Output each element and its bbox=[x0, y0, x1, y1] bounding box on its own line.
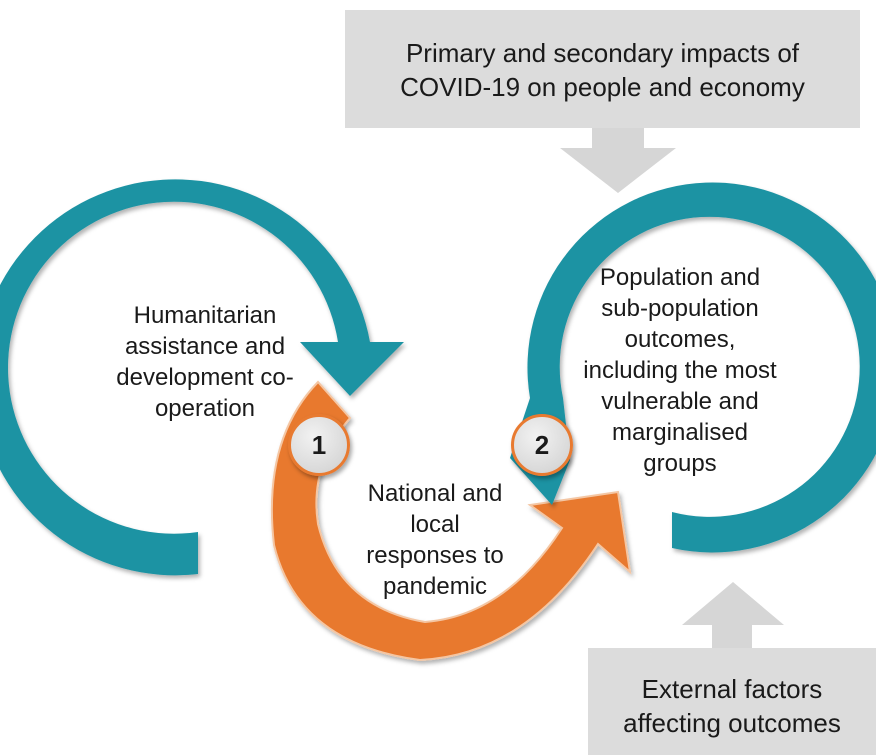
top-impacts-box bbox=[345, 10, 860, 128]
center-cycle-line-1: National and bbox=[367, 480, 503, 507]
center-cycle-line-3: responses to bbox=[366, 542, 504, 569]
bottom-external-box bbox=[588, 648, 876, 755]
step-1-badge: 1 bbox=[288, 414, 350, 476]
top-box-line-2: COVID-19 on people and economy bbox=[400, 72, 805, 102]
left-cycle-label: Humanitarian assistance and development … bbox=[96, 300, 314, 424]
right-cycle-line-1: Population and bbox=[599, 264, 761, 291]
center-cycle-line-4: pandemic bbox=[382, 573, 488, 600]
top-box-line-1: Primary and secondary impacts of bbox=[405, 38, 800, 68]
left-cycle-line-2: assistance and bbox=[124, 333, 286, 360]
right-cycle-line-3: outcomes, bbox=[624, 326, 736, 353]
center-cycle-label: National and local responses to pandemic bbox=[345, 478, 525, 602]
right-cycle-line-2: sub-population bbox=[601, 295, 759, 322]
bottom-box-text: External factors affecting outcomes bbox=[588, 672, 876, 740]
left-cycle-line-4: operation bbox=[154, 395, 256, 422]
top-down-arrow bbox=[560, 128, 676, 193]
left-cycle-line-1: Humanitarian bbox=[133, 302, 277, 329]
top-box-text: Primary and secondary impacts of COVID-1… bbox=[345, 36, 860, 104]
right-cycle-label: Population and sub-population outcomes, … bbox=[560, 262, 800, 479]
center-orange-arrow bbox=[270, 380, 632, 662]
bottom-up-arrow bbox=[682, 582, 784, 648]
left-cycle-line-3: development co- bbox=[116, 364, 294, 391]
right-cycle-line-4: including the most bbox=[583, 357, 777, 384]
bottom-box-line-1: External factors bbox=[641, 674, 823, 704]
right-cycle-line-5: vulnerable and bbox=[601, 388, 759, 415]
bottom-box-line-2: affecting outcomes bbox=[623, 708, 841, 738]
right-cycle-line-7: groups bbox=[643, 450, 717, 477]
center-cycle-line-2: local bbox=[410, 511, 460, 538]
step-2-badge: 2 bbox=[511, 414, 573, 476]
right-cycle-line-6: marginalised bbox=[611, 419, 749, 446]
